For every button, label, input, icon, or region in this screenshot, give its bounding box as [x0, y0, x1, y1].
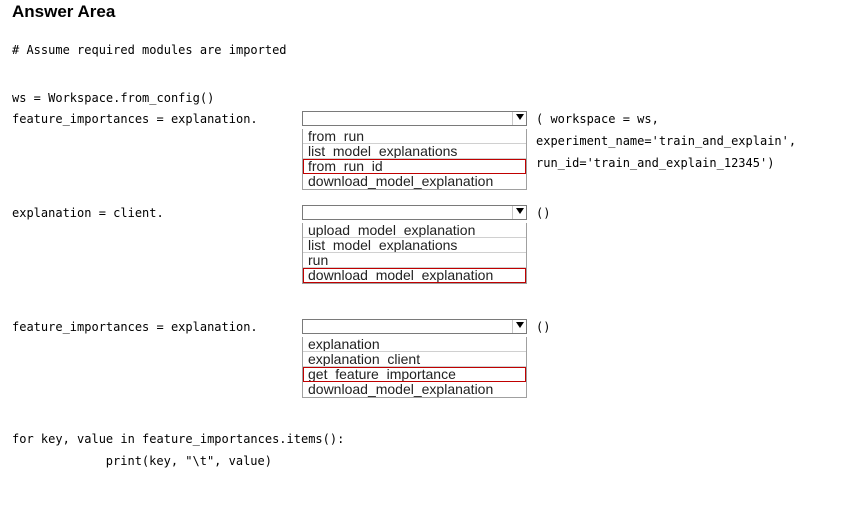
- dropdown-3-options: explanation explanation_client get_featu…: [302, 337, 527, 398]
- dropdown-2-option-selected[interactable]: download_model_explanation: [303, 268, 526, 283]
- dropdown-2-option[interactable]: list_model_explanations: [303, 238, 526, 253]
- code-explanation-line: explanation = client.: [12, 206, 164, 220]
- chevron-down-icon[interactable]: [516, 322, 524, 328]
- dropdown-1-select[interactable]: [302, 111, 527, 126]
- dropdown-3-option-selected[interactable]: get_feature_importance: [303, 367, 526, 382]
- code-for-line: for key, value in feature_importances.it…: [12, 432, 345, 446]
- code-print-line: print(key, "\t", value): [48, 454, 272, 468]
- dropdown-1-option-selected[interactable]: from_run_id: [303, 159, 526, 174]
- code-args-run-id: run_id='train_and_explain_12345'): [536, 156, 775, 170]
- dropdown-1: from_run list_model_explanations from_ru…: [302, 111, 527, 190]
- chevron-down-icon[interactable]: [516, 114, 524, 120]
- dropdown-3: explanation explanation_client get_featu…: [302, 319, 527, 398]
- dropdown-2-select[interactable]: [302, 205, 527, 220]
- code-args-workspace: ( workspace = ws,: [536, 112, 659, 126]
- chevron-down-icon[interactable]: [516, 208, 524, 214]
- code-ws-line: ws = Workspace.from_config(): [12, 91, 215, 105]
- dropdown-2-option[interactable]: run: [303, 253, 526, 268]
- dropdown-2-options: upload_model_explanation list_model_expl…: [302, 223, 527, 284]
- code-parens-2: (): [536, 206, 551, 220]
- code-feature-importances-line-3: feature_importances = explanation.: [12, 320, 258, 334]
- dropdown-2-option[interactable]: upload_model_explanation: [303, 223, 526, 238]
- dropdown-3-option[interactable]: download_model_explanation: [308, 382, 494, 397]
- dropdown-3-select[interactable]: [302, 319, 527, 334]
- dropdown-2: upload_model_explanation list_model_expl…: [302, 205, 527, 284]
- code-comment: # Assume required modules are imported: [12, 43, 287, 57]
- code-parens-3: (): [536, 320, 551, 334]
- dropdown-3-option[interactable]: explanation: [303, 337, 526, 352]
- answer-area-title: Answer Area: [12, 2, 116, 21]
- dropdown-1-option[interactable]: list_model_explanations: [303, 144, 526, 159]
- dropdown-3-separator: [512, 320, 513, 333]
- dropdown-1-option[interactable]: from_run: [303, 129, 526, 144]
- dropdown-3-option[interactable]: explanation_client: [303, 352, 526, 367]
- dropdown-1-separator: [512, 112, 513, 125]
- dropdown-1-options: from_run list_model_explanations from_ru…: [302, 129, 527, 190]
- dropdown-2-separator: [512, 206, 513, 219]
- code-args-experiment-name: experiment_name='train_and_explain',: [536, 134, 797, 148]
- dropdown-1-option[interactable]: download_model_explanation: [308, 174, 494, 189]
- code-feature-importances-line-1: feature_importances = explanation.: [12, 112, 258, 126]
